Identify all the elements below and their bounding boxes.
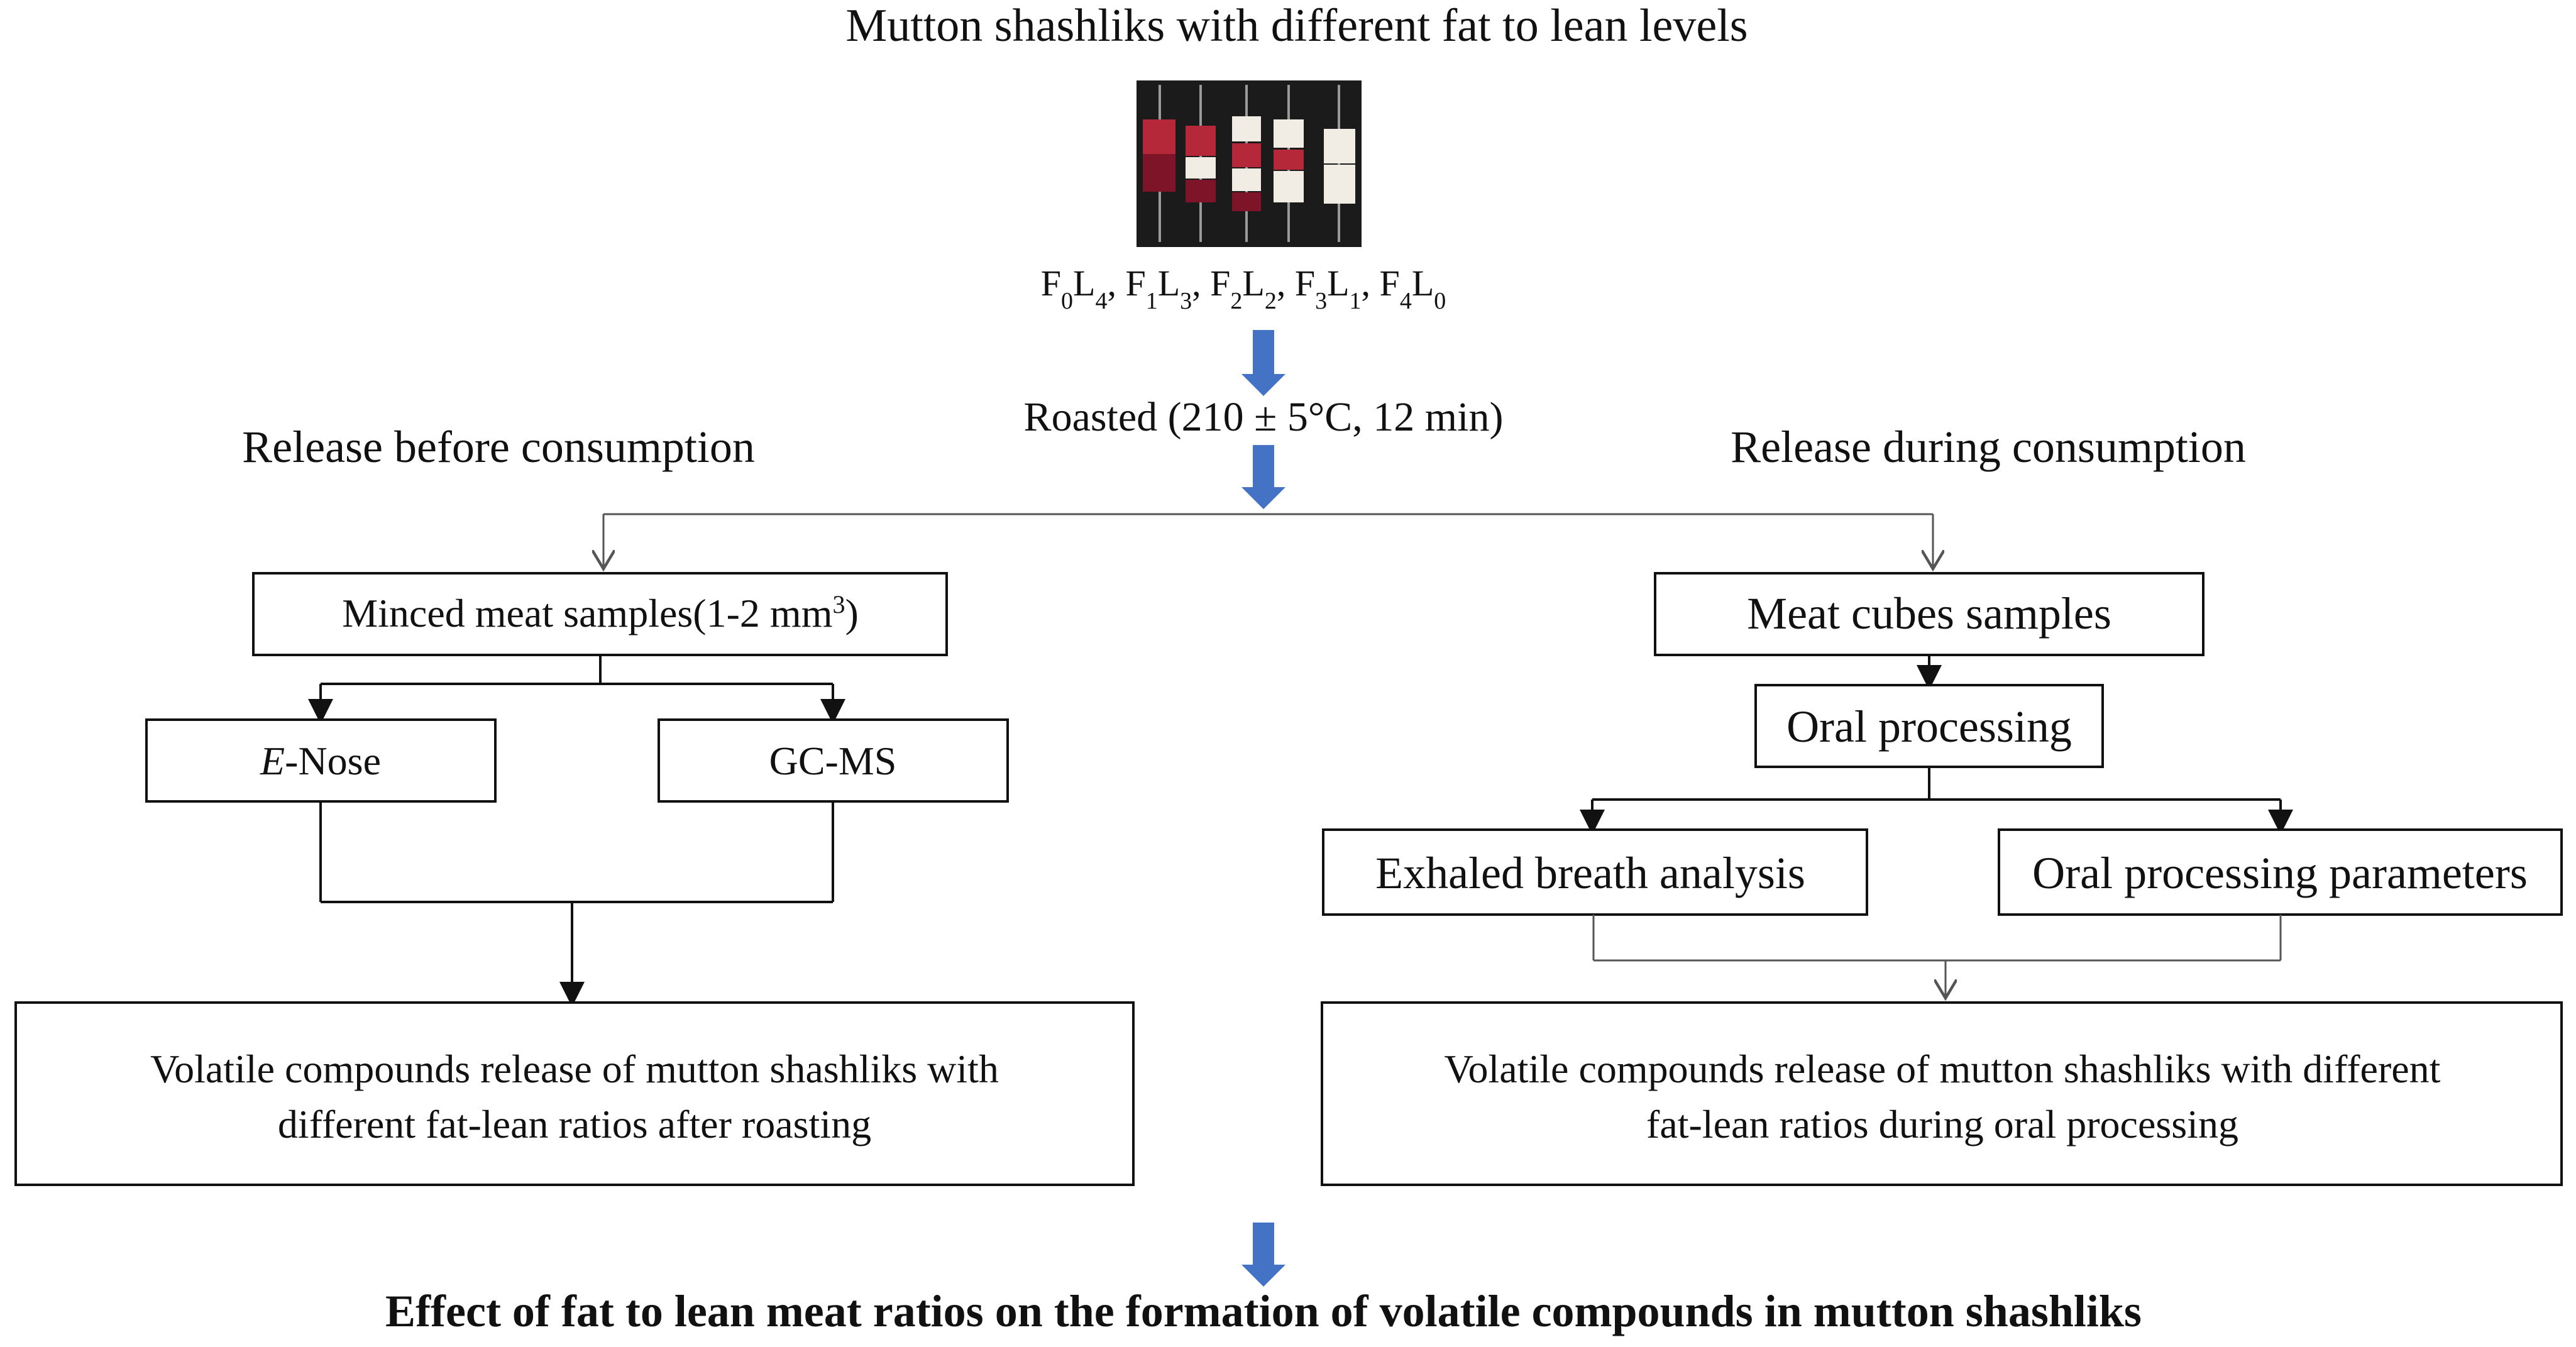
blue-down-arrow-2-shape xyxy=(1241,445,1285,509)
minced-meat-box xyxy=(252,572,948,656)
left-branch-heading: Release before consumption xyxy=(242,422,755,472)
roasted-label: Roasted (210 ± 5°C, 12 min) xyxy=(1024,394,1504,440)
conclusion-text: Effect of fat to lean meat ratios on the… xyxy=(385,1286,2142,1336)
right-result-line-2: fat-lean ratios during oral processing xyxy=(1646,1102,2238,1146)
exhaled-breath-label: Exhaled breath analysis xyxy=(1375,848,1805,898)
minced-split-connector xyxy=(308,655,845,724)
left-result-box xyxy=(14,1001,1135,1186)
meat-cubes-box xyxy=(1654,572,2204,656)
sample-labels: F0L4, F1L3, F2L2, F3L1, F4L0 xyxy=(1041,263,1446,314)
oral-processing-box xyxy=(1754,684,2104,768)
minced-meat-label: Minced meat samples(1-2 mm3) xyxy=(342,590,859,636)
oral-params-box xyxy=(1998,828,2563,916)
oral-split-connector xyxy=(1580,767,2293,835)
enose-label: E-Nose xyxy=(260,739,381,783)
right-result-line-1: Volatile compounds release of mutton sha… xyxy=(1445,1047,2441,1091)
top-title: Mutton shashliks with different fat to l… xyxy=(845,0,1748,52)
left-merge-connector xyxy=(319,801,834,1007)
gcms-label: GC-MS xyxy=(769,739,897,783)
shashlik-photo xyxy=(1137,80,1362,247)
right-result-box xyxy=(1321,1001,2563,1186)
oral-params-label: Oral processing parameters xyxy=(2032,848,2528,898)
meat-cubes-label: Meat cubes samples xyxy=(1747,588,2111,639)
blue-down-arrow-1 xyxy=(1241,330,1285,396)
right-merge-connector xyxy=(1592,915,2282,998)
left-result-line-1: Volatile compounds release of mutton sha… xyxy=(150,1047,999,1091)
left-result-line-2: different fat-lean ratios after roasting xyxy=(278,1102,871,1146)
right-branch-heading: Release during consumption xyxy=(1731,422,2246,472)
exhaled-breath-box xyxy=(1322,828,1868,916)
blue-down-arrow-3 xyxy=(1241,1223,1285,1287)
split-connector xyxy=(603,513,1933,569)
oral-processing-label: Oral processing xyxy=(1786,701,2072,752)
